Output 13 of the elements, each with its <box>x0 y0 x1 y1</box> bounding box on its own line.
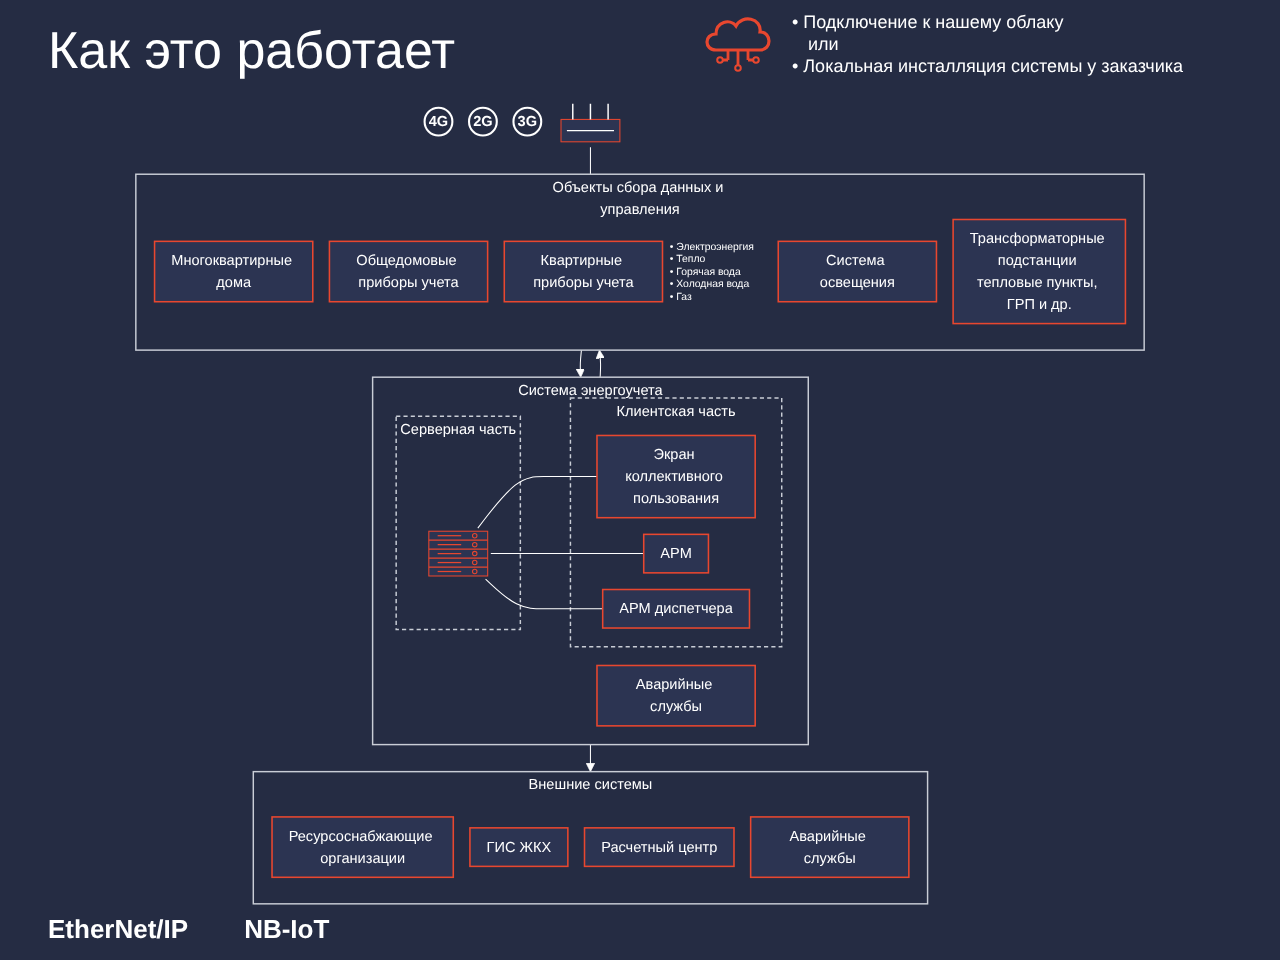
protocol-name: NB-IoT <box>244 912 330 946</box>
protocol-name: EtherNet/IP <box>48 912 189 946</box>
note-text: • Подключение к нашему облаку <box>792 12 1066 34</box>
connector <box>485 578 604 610</box>
title: Как это работает <box>48 20 455 80</box>
connector <box>477 476 598 529</box>
arrow <box>585 744 595 773</box>
arrow <box>575 349 585 378</box>
arrow <box>595 349 605 378</box>
connector <box>490 553 645 555</box>
connector <box>589 146 591 175</box>
note-text: • Локальная инсталляция системы у заказчика <box>792 56 1184 78</box>
note-text: или <box>806 34 841 56</box>
